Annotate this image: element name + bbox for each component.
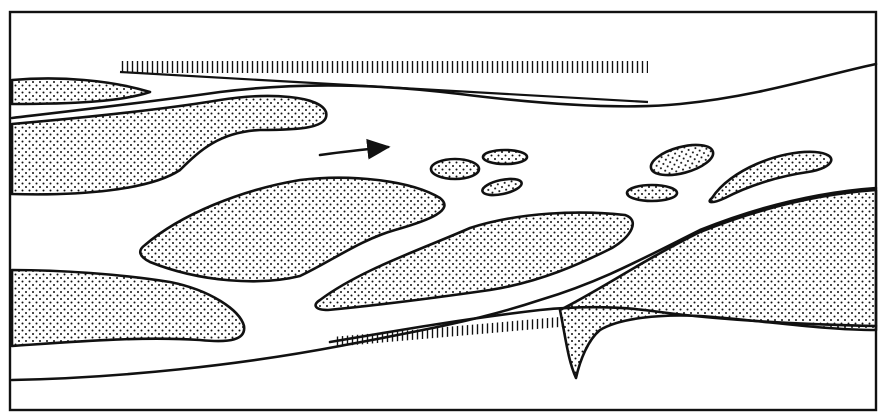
island-6 [710, 152, 832, 202]
island-2 [483, 150, 527, 164]
bar-lower-left [12, 270, 244, 346]
island-4 [648, 139, 717, 181]
island-1 [431, 159, 479, 179]
island-5 [627, 185, 677, 201]
flow-arrow [320, 147, 388, 155]
upper-bank-hatch-base [120, 72, 648, 102]
top-left-bank [12, 79, 150, 105]
upper-bank-hatching [120, 61, 648, 73]
bar-upper-left [12, 96, 326, 194]
island-3 [481, 176, 523, 198]
